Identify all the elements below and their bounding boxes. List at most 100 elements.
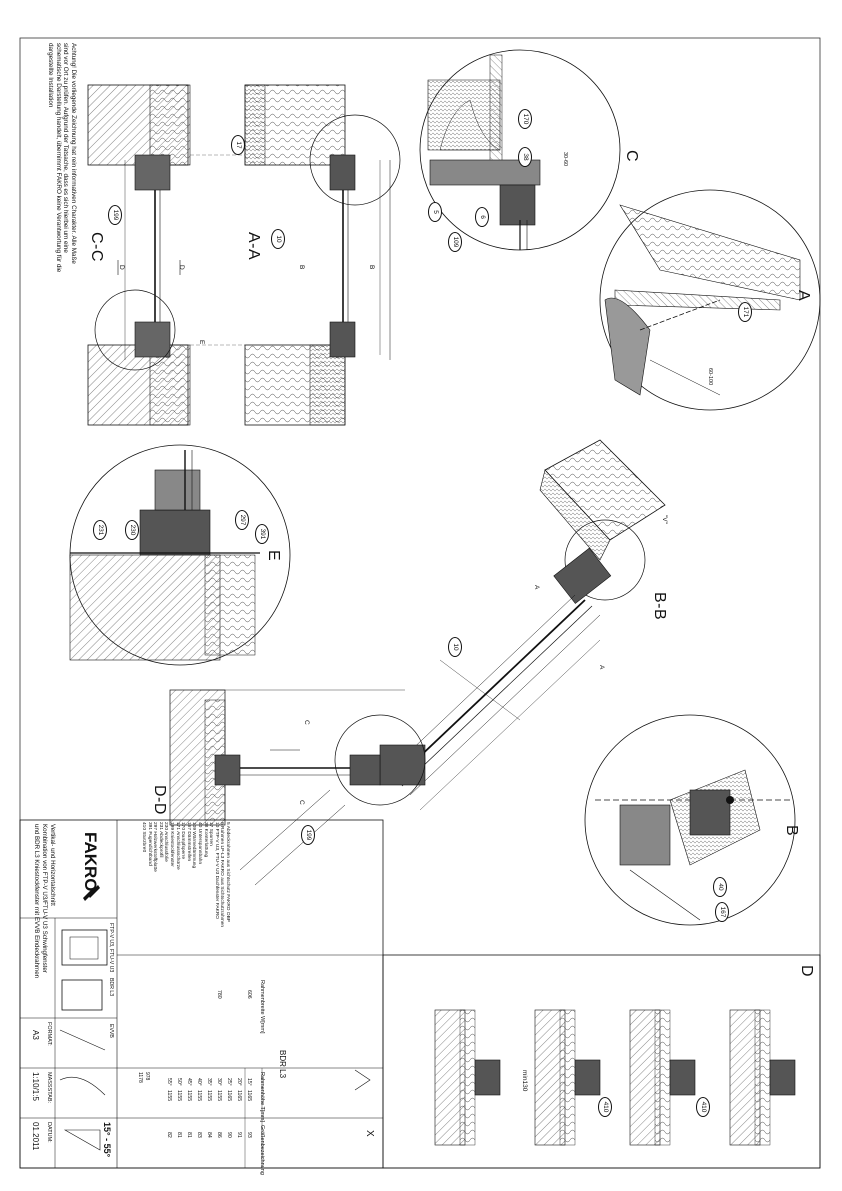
- title-desc-1: Vertikal- und Horizontalschnitt: [49, 824, 56, 906]
- callout-bubble: 231: [93, 520, 107, 540]
- view-title-cc: C-C: [88, 232, 105, 262]
- table-cell: 1165: [236, 1090, 242, 1102]
- table-cell: 1165: [246, 1090, 252, 1102]
- date-value: 01.2011: [31, 1122, 40, 1151]
- table-cell: 82: [166, 1132, 172, 1138]
- callout-bubble: 171: [738, 302, 752, 322]
- table-cell: 20°: [236, 1078, 242, 1086]
- detail-b: [584, 714, 796, 926]
- dimension: 60-100: [707, 368, 713, 386]
- table-foot-2: 1178: [137, 1072, 143, 1083]
- callout-bubble: 17: [231, 135, 245, 155]
- callout-bubble: 199: [108, 205, 122, 225]
- callout-bubble: 6: [475, 207, 489, 227]
- bdr-label: BDR L3: [108, 978, 114, 997]
- table-cell: 30°: [216, 1078, 222, 1086]
- callout-bubble: 199: [301, 825, 315, 845]
- table-cell: 45°: [186, 1078, 192, 1086]
- callout-bubble: 167: [715, 902, 729, 922]
- format-label: FORMAT:: [46, 1022, 52, 1046]
- table-cell: 50°: [176, 1078, 182, 1086]
- table-cell: 81: [176, 1132, 182, 1138]
- table-cell: 93: [246, 1132, 252, 1138]
- callout-bubble: 410: [598, 1097, 612, 1117]
- callout-bubble: 5: [428, 202, 442, 222]
- callout-bubble: 10: [448, 637, 462, 657]
- table-cell: 1155: [176, 1090, 182, 1102]
- callout-bubble: 230: [125, 520, 139, 540]
- table-cell: 606: [246, 990, 252, 999]
- models-label: FTP-V U3, FTU-V U3: [108, 923, 114, 973]
- callout-bubble: 297: [235, 510, 249, 530]
- table-cell: 55°: [166, 1078, 172, 1086]
- table-cell: 1155: [216, 1090, 222, 1102]
- section-c-c: [87, 84, 191, 426]
- table-cell: 1165: [226, 1090, 232, 1102]
- section-mark: D: [118, 265, 125, 270]
- table-cell: 25°: [226, 1078, 232, 1086]
- title-desc-2: Kombination von FTP-V U3/FTU-V U3 Schwin…: [41, 824, 48, 973]
- table-title: BDR L3: [278, 1050, 287, 1079]
- col-size: Größenbezeichnung: [259, 1125, 265, 1175]
- scale-value: 1:10/1:5: [31, 1072, 40, 1101]
- callout-bubble: 391: [255, 524, 269, 544]
- angle-range: 15° - 55°: [102, 1122, 112, 1158]
- col-height: Rahmenhöhe T[mm]: [259, 1072, 265, 1123]
- detail-title-a: A: [795, 290, 812, 302]
- table-cell: 1155: [186, 1090, 192, 1102]
- section-mark: "V": [661, 515, 668, 524]
- section-d-d: [169, 689, 405, 826]
- disclaimer-note: Achtung! Die vorliegende Zeichnung hat r…: [47, 43, 77, 273]
- format-value: A3: [31, 1030, 40, 1040]
- table-cell: 81: [186, 1132, 192, 1138]
- view-title-bb: B-B: [651, 592, 668, 621]
- table-cell: 15°: [246, 1078, 252, 1086]
- view-title-dd: D-D: [151, 785, 168, 815]
- table-cell: 1155: [166, 1090, 172, 1102]
- section-mark: D: [178, 265, 185, 270]
- section-mark: B: [368, 265, 375, 270]
- section-mark: E: [198, 340, 205, 345]
- x-label: X: [364, 1130, 375, 1137]
- section-mark: B: [298, 265, 305, 270]
- table-cell: 86: [216, 1132, 222, 1138]
- dimension: min130: [521, 1070, 528, 1092]
- detail-title-c: C: [623, 150, 640, 163]
- col-width: Rahmenbreite W[mm]: [259, 980, 265, 1034]
- table-cell: 780: [216, 990, 222, 999]
- section-mark: C: [303, 720, 310, 725]
- title-desc-3: und BDR L3 Kniestockfenster mit EVVB Ein…: [33, 824, 40, 979]
- callout-bubble: 38: [518, 147, 532, 167]
- scale-label: MASSSTAB:: [46, 1072, 52, 1104]
- detail-d: [382, 954, 821, 1169]
- section-mark: C: [298, 800, 305, 805]
- brand-logo: FAKRO: [81, 832, 100, 892]
- callout-bubble: 10: [271, 229, 285, 249]
- table-cell: 40°: [196, 1078, 202, 1086]
- table-cell: 90: [226, 1132, 232, 1138]
- section-mark: A: [598, 665, 605, 670]
- table-cell: 84: [206, 1132, 212, 1138]
- table-cell: 35°: [206, 1078, 212, 1086]
- detail-title-d: D: [798, 965, 815, 978]
- view-title-aa: A-A: [245, 232, 262, 261]
- legend: 5 Abdeckrahmen aus Sichtschutz FAKRO OBP…: [141, 822, 230, 928]
- callout-bubble: 170: [518, 109, 532, 129]
- title-block: [19, 819, 384, 1169]
- table-cell: 1155: [196, 1090, 202, 1102]
- date-label: DATUM:: [46, 1122, 52, 1143]
- callout-bubble: 410: [696, 1097, 710, 1117]
- table-cell: 83: [196, 1132, 202, 1138]
- evvb-label: EVVB: [108, 1024, 114, 1038]
- table-cell: 91: [236, 1132, 242, 1138]
- callout-bubble: 109: [448, 232, 462, 252]
- section-b-b-roof: [239, 439, 666, 886]
- detail-title-b: B: [783, 825, 800, 837]
- table-cell: 1155: [206, 1090, 212, 1102]
- dimension: 30-60: [562, 152, 568, 167]
- detail-e: [69, 444, 291, 666]
- section-mark: A: [533, 585, 540, 590]
- section-a-a: [190, 84, 401, 426]
